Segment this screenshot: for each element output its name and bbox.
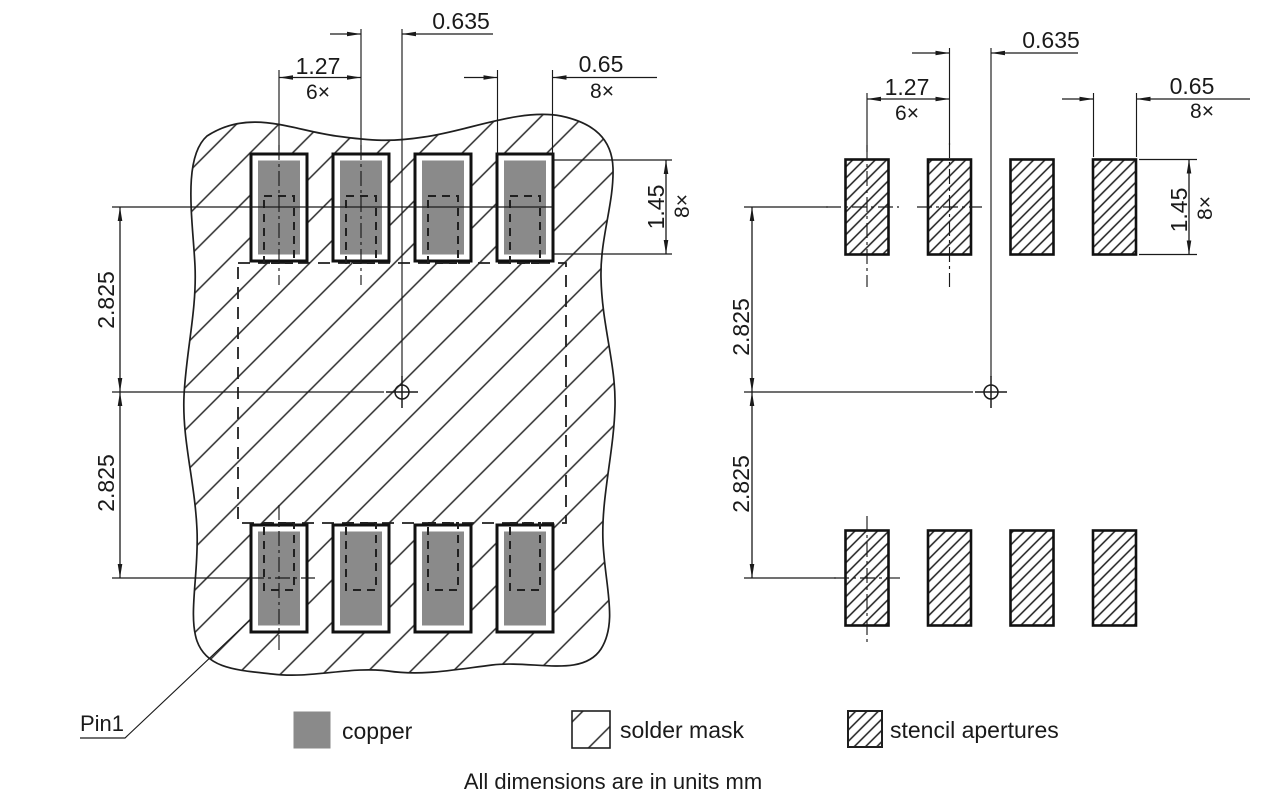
pin1-label: Pin1 [80, 711, 124, 736]
dim-pitch-count: 6× [306, 81, 330, 104]
lead-outline [427, 522, 459, 591]
stencil-view: 0.635 1.27 6× 0.65 8× 1.45 8× 2.825 [728, 27, 1250, 642]
dim-pad-width-count: 8× [590, 80, 614, 103]
solder-mask-swatch [571, 710, 611, 749]
units-note: All dimensions are in units mm [464, 769, 762, 794]
origin-mark [386, 376, 418, 408]
lead-outline [427, 195, 459, 264]
stencil-apertures-swatch [847, 710, 883, 748]
dim-pad-width-value: 0.65 [1170, 73, 1215, 99]
legend-copper-label: copper [342, 718, 413, 744]
legend: copper solder mask stencil apertures [293, 710, 1059, 749]
legend-solder-mask-label: solder mask [620, 717, 744, 743]
stencil-dimensions: 0.635 1.27 6× 0.65 8× 1.45 8× 2.825 [728, 27, 1250, 578]
origin-mark [975, 376, 1007, 408]
dim-pad-height-count: 8× [671, 194, 694, 218]
lead-outline [509, 195, 541, 264]
lead-outline [509, 522, 541, 591]
dim-center-offset-value: 0.635 [1022, 27, 1080, 53]
dim-pad-width-count: 8× [1190, 100, 1214, 123]
stencil-aperture [1091, 158, 1138, 256]
dim-center-offset-value: 0.635 [432, 8, 490, 34]
dim-pad-width-value: 0.65 [579, 51, 624, 77]
board-view: 0.635 1.27 6× 0.65 8× 1.45 8× 2.825 [80, 8, 694, 739]
dim-row-offset-upper: 2.825 [728, 298, 754, 356]
dim-row-offset-upper: 2.825 [93, 271, 119, 329]
pin1-callout: Pin1 [80, 619, 251, 739]
aperture-row-bottom [844, 529, 1138, 627]
dim-pad-height-value: 1.45 [1166, 188, 1192, 233]
dim-pitch-value: 1.27 [885, 74, 930, 100]
board-dimensions: 0.635 1.27 6× 0.65 8× 1.45 8× 2.825 [93, 8, 694, 578]
dim-pitch-count: 6× [895, 102, 919, 125]
dim-row-offset-lower: 2.825 [728, 455, 754, 513]
dim-row-offset-lower: 2.825 [93, 454, 119, 512]
stencil-aperture [1091, 529, 1138, 627]
pin1-leader [80, 619, 251, 739]
stencil-aperture [1009, 529, 1055, 627]
lead-outline [345, 522, 377, 591]
stencil-aperture [1009, 158, 1055, 256]
board-centerlines [112, 29, 672, 650]
legend-stencil-apertures-label: stencil apertures [890, 717, 1059, 743]
stencil-centerlines [744, 48, 1197, 642]
dim-pad-height-value: 1.45 [643, 185, 669, 230]
stencil-aperture [926, 529, 973, 627]
dim-pad-height-count: 8× [1194, 196, 1217, 220]
copper-swatch [293, 711, 331, 749]
dim-pitch-value: 1.27 [296, 53, 341, 79]
